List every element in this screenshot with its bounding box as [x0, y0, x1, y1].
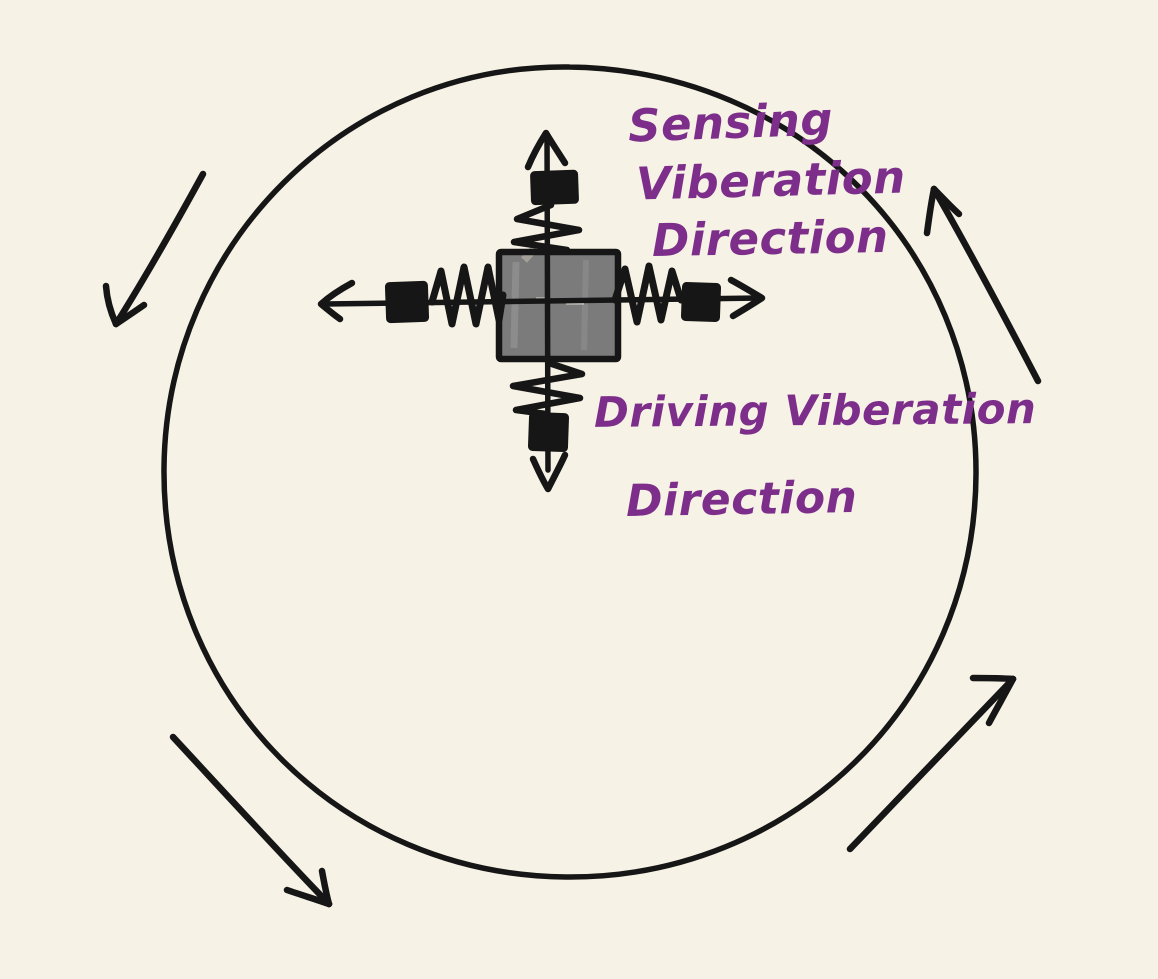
proof-mass-assembly	[317, 0, 766, 493]
sensing-vibration-label-line-2: Viberation	[635, 150, 907, 211]
spring-left-icon	[428, 263, 507, 328]
anchor-left	[384, 280, 430, 324]
rotation-arrow-upper-right-icon	[923, 185, 1042, 385]
driving-vibration-label-line-2: Direction	[625, 471, 858, 528]
anchor-top	[530, 169, 579, 206]
anchor-right	[680, 281, 722, 323]
anchor-bottom	[527, 411, 570, 453]
rotation-arrow-upper-left-icon	[102, 170, 207, 328]
spring-right-icon	[611, 262, 685, 326]
rotation-arrow-lower-left-icon	[169, 733, 333, 908]
spring-bottom-icon	[509, 359, 586, 418]
driving-vibration-label-line-1: Driving Viberation	[593, 384, 1037, 437]
sensing-vibration-label-line-3: Direction	[651, 209, 890, 268]
rotation-circle	[161, 64, 979, 880]
rotation-arrow-lower-right-icon	[846, 674, 1017, 853]
sensing-vibration-label-line-1: Sensing	[627, 92, 834, 153]
spring-top-icon	[510, 201, 583, 254]
